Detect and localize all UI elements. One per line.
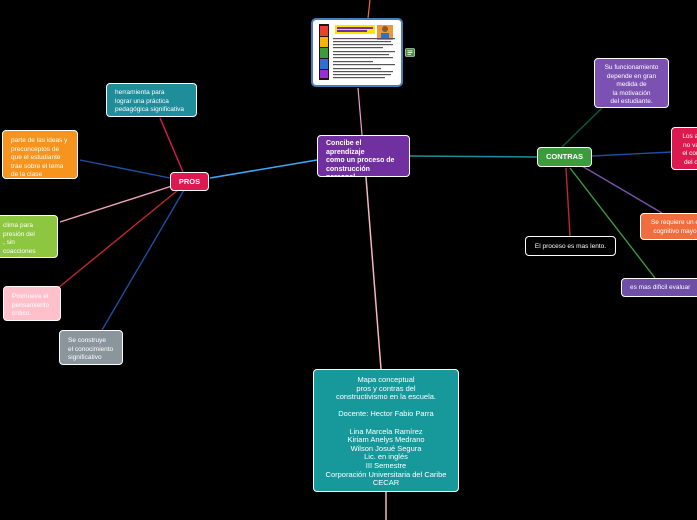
contras-label: CONTRAS xyxy=(545,152,584,161)
link-top xyxy=(367,0,371,19)
pros-item-preconceptions[interactable]: parte de las ideas y preconceptos de que… xyxy=(2,130,78,179)
contras-node[interactable]: CONTRAS xyxy=(537,147,592,167)
pros-item-text: herramienta para lograr una práctica ped… xyxy=(115,89,185,113)
contras-item-slower-process[interactable]: El proceso es mas lento. xyxy=(525,236,616,256)
link-center-pros xyxy=(209,159,318,179)
contras-item-text: es mas dificil evaluar xyxy=(630,284,691,291)
pros-item-text: parte de las ideas y preconceptos de que… xyxy=(11,137,68,178)
pros-label: PROS xyxy=(178,177,201,186)
central-topic-text: Concibe el aprendizaje como un proceso d… xyxy=(326,140,395,176)
contras-item-text: Los al no va el con del d xyxy=(682,133,697,166)
pros-item-practice-tool[interactable]: herramienta para lograr una práctica ped… xyxy=(106,83,197,117)
credits-node[interactable]: Mapa conceptual pros y contras del const… xyxy=(313,369,459,492)
credits-text: Mapa conceptual pros y contras del const… xyxy=(325,375,447,488)
contras-item-text: El proceso es mas lento. xyxy=(534,243,607,250)
contras-item-text: Su funcionamiento depende en gran medida… xyxy=(604,64,659,105)
pros-item-text: Promueve el pensamiento crítico. xyxy=(12,293,50,317)
pros-item-text: clima para presión del , sin coacciones … xyxy=(3,222,43,257)
contras-item-cognitive-effort[interactable]: Se requiere un e cognitivo mayo xyxy=(640,213,697,240)
link-center-contras xyxy=(409,155,538,158)
pros-item-text: Se construye el conocimiento significati… xyxy=(68,337,114,361)
link-center-credits xyxy=(365,176,382,370)
constructivism-poster-image xyxy=(319,24,395,80)
illustration-node[interactable] xyxy=(311,18,403,87)
pros-item-climate[interactable]: clima para presión del , sin coacciones … xyxy=(0,215,58,258)
central-topic[interactable]: Concibe el aprendizaje como un proceso d… xyxy=(317,135,410,177)
contras-item-motivation[interactable]: Su funcionamiento depende en gran medida… xyxy=(594,58,669,108)
contras-item-harder-evaluation[interactable]: es mas dificil evaluar xyxy=(621,278,697,297)
pros-item-meaningful-knowledge[interactable]: Se construye el conocimiento significati… xyxy=(59,330,123,365)
pros-item-critical-thinking[interactable]: Promueve el pensamiento crítico. xyxy=(3,286,61,321)
note-icon[interactable] xyxy=(405,48,415,57)
pros-node[interactable]: PROS xyxy=(170,172,209,191)
link-image-center xyxy=(357,87,363,136)
contras-item-truncated[interactable]: Los al no va el con del d xyxy=(671,127,697,170)
contras-item-text: Se requiere un e cognitivo mayo xyxy=(650,219,697,235)
